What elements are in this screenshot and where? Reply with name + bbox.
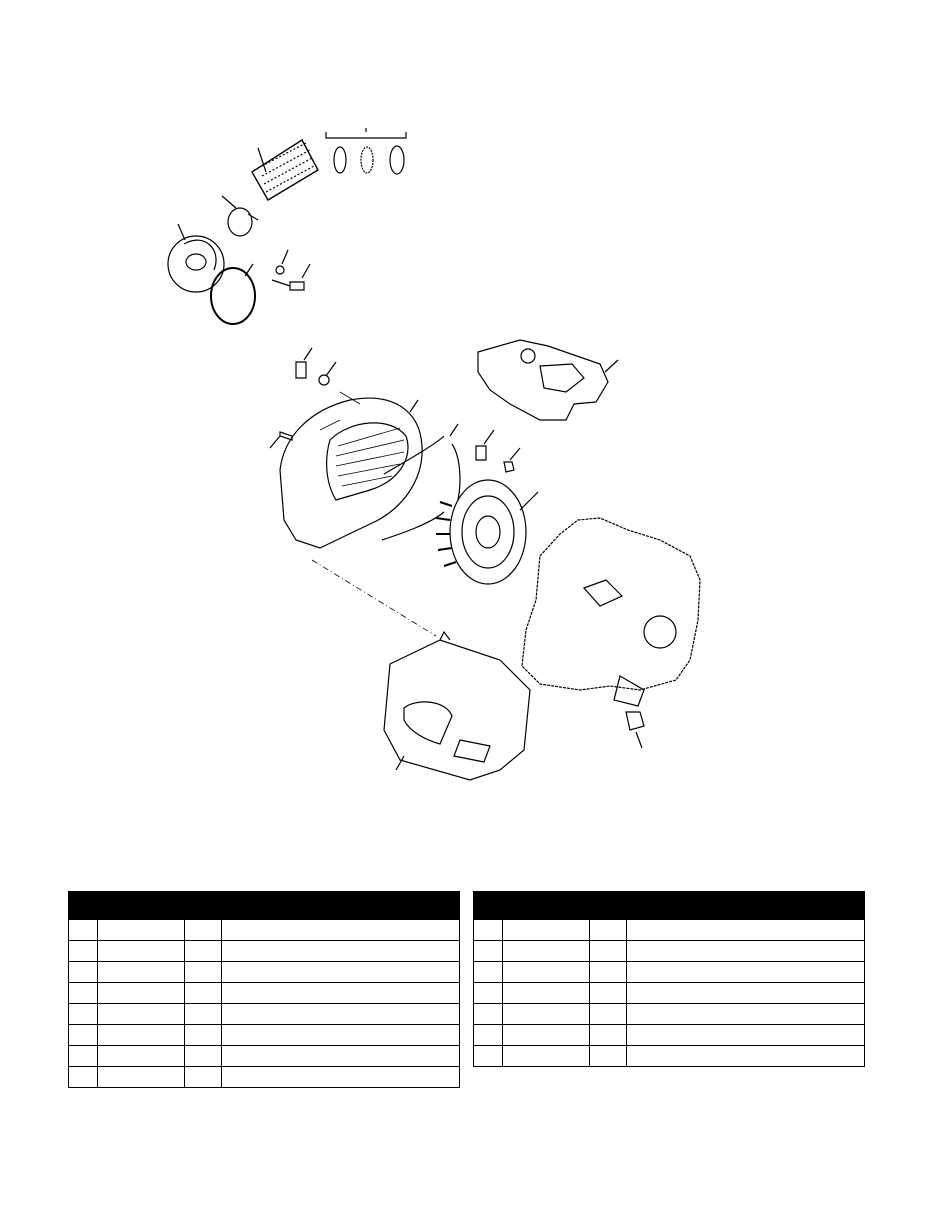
table-row: [68, 940, 460, 962]
table-row: [473, 940, 865, 962]
table-header: [68, 891, 460, 920]
table-header: [473, 891, 865, 920]
table-row: [68, 1024, 460, 1046]
exploded-parts-diagram: [167, 128, 701, 781]
flywheel: [435, 479, 539, 585]
parts-table-right: [473, 891, 865, 1067]
hose-lower: [381, 511, 445, 541]
air-filter-element: [251, 139, 319, 201]
table-row: [473, 1024, 865, 1046]
table-row: [473, 961, 865, 983]
crankcase: [521, 517, 701, 749]
screw-and-nut: [475, 429, 521, 473]
table-row: [68, 1066, 460, 1088]
table-row: [473, 1045, 865, 1067]
heat-shield-plate: [477, 339, 619, 421]
table-row: [473, 919, 865, 941]
table-row: [473, 1003, 865, 1025]
washer-and-screw: [271, 249, 311, 291]
ring-set: [325, 128, 407, 175]
hose: [383, 423, 461, 501]
table-row: [68, 961, 460, 983]
cylinder-cover: [383, 630, 531, 781]
table-row: [68, 1045, 460, 1067]
table-row: [68, 919, 460, 941]
spring-clip: [221, 195, 259, 237]
cover-plate: [167, 223, 225, 293]
bolt-and-washer: [295, 347, 337, 386]
gasket-ring: [210, 263, 256, 325]
table-row: [68, 982, 460, 1004]
parts-table-left: [68, 891, 460, 1088]
table-row: [473, 982, 865, 1004]
table-row: [68, 1003, 460, 1025]
leader-lines: [311, 391, 437, 637]
fan-housing: [269, 397, 423, 549]
